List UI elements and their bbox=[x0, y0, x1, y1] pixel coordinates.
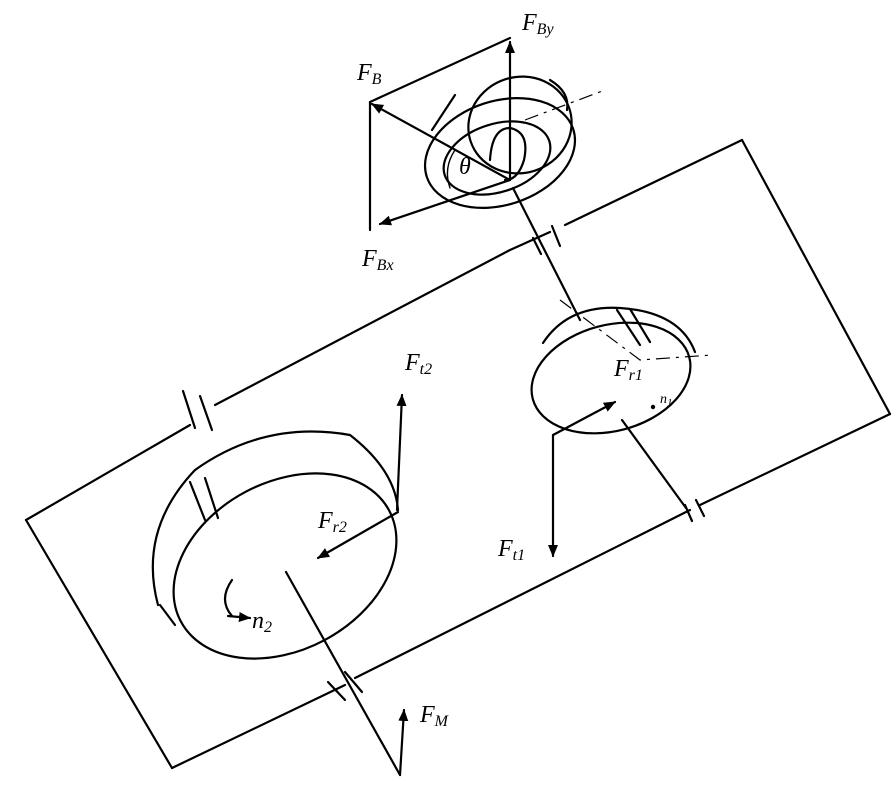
force-triangle-b bbox=[368, 36, 515, 232]
gear-2 bbox=[151, 430, 402, 777]
label-fr2: Fr2 bbox=[317, 508, 347, 536]
label-theta: θ bbox=[459, 154, 471, 180]
gear-2-forces bbox=[316, 393, 409, 777]
gear-1-forces bbox=[548, 400, 617, 558]
label-fby: FBy bbox=[521, 10, 554, 38]
label-fr1: Fr1 bbox=[613, 356, 643, 384]
label-n1: n1 bbox=[660, 392, 673, 409]
top-pulley bbox=[423, 75, 606, 209]
label-ft2: Ft2 bbox=[404, 350, 432, 378]
label-fm: FM bbox=[419, 702, 450, 730]
gear-1 bbox=[530, 299, 713, 510]
label-ft1: Ft1 bbox=[497, 536, 525, 564]
label-fbx: FBx bbox=[361, 246, 394, 274]
label-n2: n2 bbox=[252, 608, 272, 636]
label-fb: FB bbox=[356, 60, 382, 88]
upper-shaft-line bbox=[511, 186, 582, 322]
housing-frame bbox=[24, 138, 892, 770]
